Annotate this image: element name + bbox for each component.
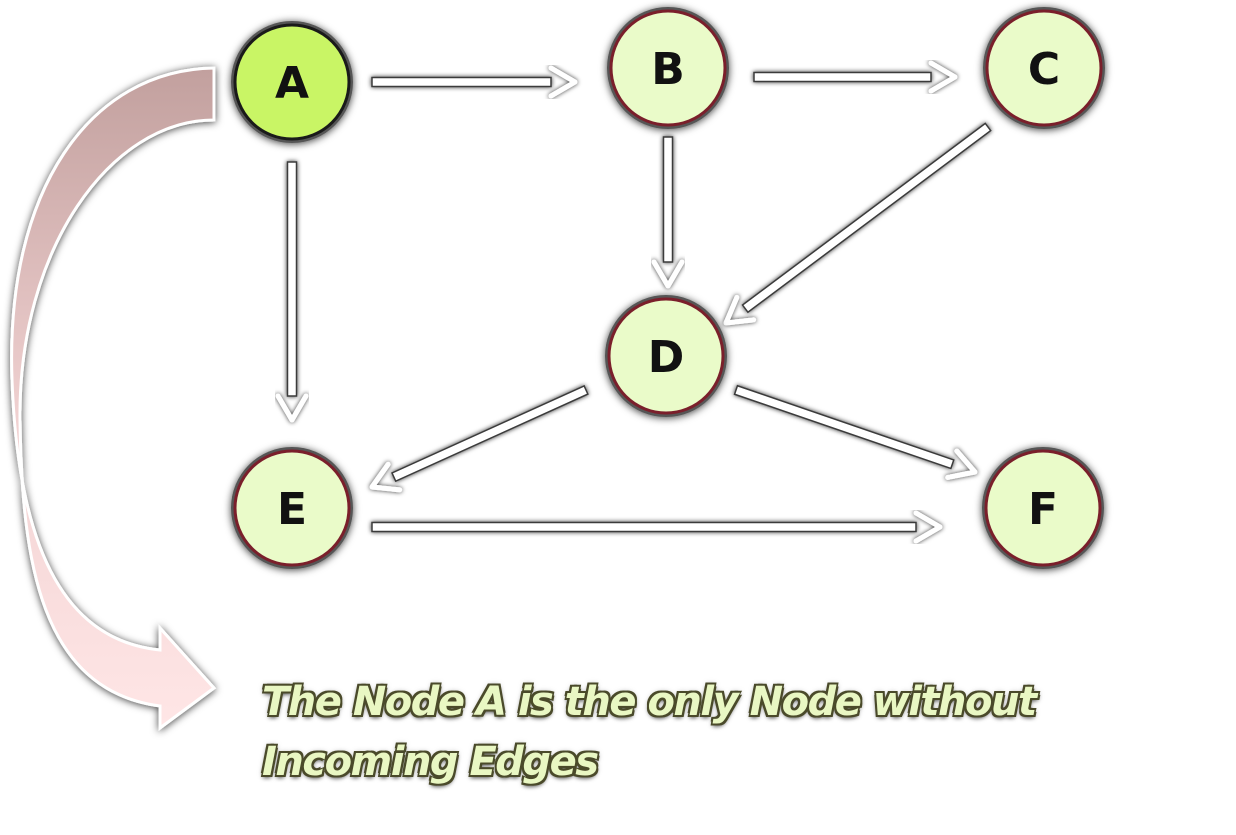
node-b-label: B [651, 44, 685, 95]
node-b-circle [609, 9, 727, 127]
node-e-circle [233, 449, 351, 567]
node-e: E [231, 447, 353, 569]
node-d-circle [607, 297, 725, 415]
node-f-circle [984, 449, 1102, 567]
node-a: A [231, 21, 353, 143]
node-d-label: D [648, 332, 685, 383]
caption: The Node A is the only Node without Inco… [262, 672, 1162, 792]
edge-e-to-f [371, 510, 943, 544]
node-e-label: E [277, 484, 307, 535]
node-b: B [607, 7, 729, 129]
edge-a-to-e [275, 161, 309, 423]
node-c-circle [985, 9, 1103, 127]
edge-d-to-e [369, 384, 589, 493]
node-c: C [983, 7, 1105, 129]
node-a-label: A [275, 58, 309, 109]
node-f: F [982, 447, 1104, 569]
edge-a-to-b [371, 65, 578, 99]
edges-layer [275, 60, 992, 544]
node-c-label: C [1028, 44, 1060, 95]
node-f-label: F [1028, 484, 1058, 535]
edge-b-to-d [651, 136, 685, 289]
edge-b-to-c [753, 60, 958, 94]
caption-line-1: The Node A is the only Node without [262, 679, 1037, 725]
edge-d-to-f [733, 384, 978, 480]
edge-c-to-d [723, 122, 992, 326]
nodes-layer: A B C D E F [231, 7, 1105, 569]
node-a-circle [233, 23, 351, 141]
callout-arrow [10, 66, 217, 731]
node-d: D [605, 295, 727, 417]
caption-line-2: Incoming Edges [262, 739, 599, 785]
